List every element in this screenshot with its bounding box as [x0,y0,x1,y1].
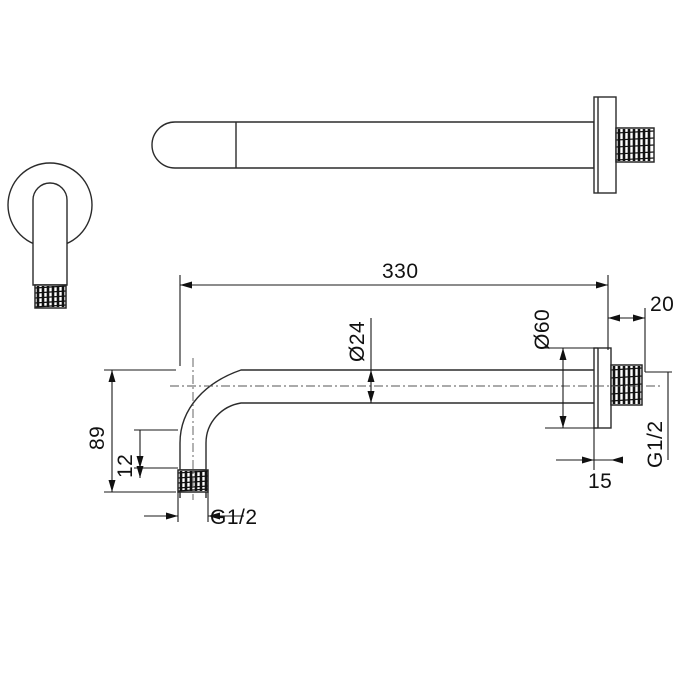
callout-thread-left: G1/2 [144,492,258,529]
arrow-330-right [596,281,608,289]
arrow-dia24-top [367,370,375,382]
label-15: 15 [588,470,612,493]
label-330: 330 [382,260,419,283]
arrow-330-left [180,281,192,289]
top-view-thread-hatch [615,129,655,161]
section-flange-plate [593,347,612,429]
section-view-group [170,347,660,500]
dimension-15: 15 [556,428,623,493]
section-arm-inner-profile [205,402,594,498]
arrow-thread-left-out [208,512,220,520]
dimension-dia24: Ø24 [346,318,375,403]
end-view-thread-outline [34,284,67,309]
label-20: 20 [650,293,674,316]
arrow-12-up [136,456,144,468]
dimension-330: 330 [179,260,609,366]
top-view-thread-outline [615,127,655,163]
section-outlet-thread-hatch [610,366,643,404]
top-view-tube-body [151,121,595,169]
arrow-20-right [633,314,645,322]
callout-thread-right: G1/2 [644,371,672,468]
label-dia24: Ø24 [346,321,369,362]
top-view-group [151,96,655,194]
label-dia60: Ø60 [531,309,554,350]
dimension-12: 12 [114,429,178,478]
arrow-20-left [608,314,620,322]
arrow-dia60-bottom [559,416,567,428]
label-12: 12 [114,454,137,478]
dimension-dia60: Ø60 [531,309,598,429]
arrow-12-down [136,466,144,478]
arrow-thread-left-in [166,512,178,520]
label-thread-right: G1/2 [644,420,667,468]
dimension-20: 20 [608,293,674,372]
arrow-dia24-bottom [367,391,375,403]
section-inlet-thread-outline [177,469,209,493]
end-view-thread-hatch [34,285,67,308]
label-89: 89 [86,426,109,450]
arrow-15-right [611,456,623,464]
label-thread-left: G1/2 [210,506,258,529]
section-arm-outer-profile [179,369,594,498]
section-outlet-thread-outline [610,364,643,406]
arrow-89-bottom [108,480,116,492]
end-view-tube [32,182,68,286]
arrow-15-left [582,456,594,464]
dimension-89: 89 [86,369,176,493]
end-view-group [7,162,93,309]
arrow-dia60-top [559,348,567,360]
arrow-89-top [108,370,116,382]
